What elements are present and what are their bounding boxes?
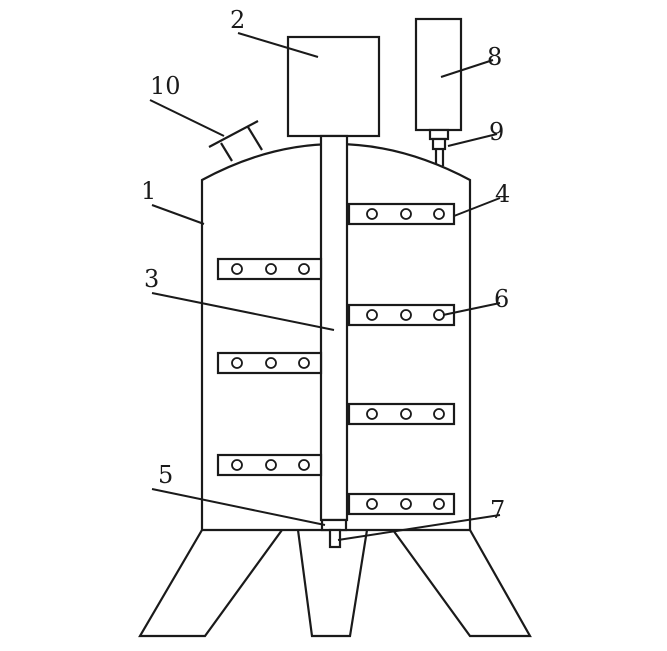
leader-7 bbox=[337, 514, 501, 541]
pump-connector bbox=[428, 128, 450, 166]
paddle-right-2 bbox=[347, 303, 456, 327]
callout-8: 8 bbox=[487, 43, 502, 71]
callout-7: 7 bbox=[490, 496, 505, 524]
outlet-valve bbox=[328, 528, 342, 549]
callout-9: 9 bbox=[489, 118, 504, 146]
feed-port bbox=[208, 120, 263, 162]
leader-2 bbox=[237, 32, 319, 58]
leader-4 bbox=[453, 197, 501, 217]
leader-8 bbox=[440, 59, 494, 78]
paddle-right-1 bbox=[347, 202, 456, 226]
right-leg bbox=[392, 529, 532, 638]
callout-6: 6 bbox=[494, 285, 509, 313]
paddle-right-4 bbox=[347, 492, 456, 516]
leader-10 bbox=[149, 99, 225, 137]
leader-9 bbox=[447, 133, 498, 147]
leader-6 bbox=[442, 302, 501, 316]
leader-lines bbox=[149, 32, 501, 541]
paddle-right-3 bbox=[347, 402, 456, 426]
left-leg bbox=[138, 529, 283, 638]
paddle-left-1 bbox=[216, 257, 323, 281]
paddle-left-2 bbox=[216, 351, 323, 375]
paddle-left-3 bbox=[216, 453, 323, 477]
stirring-shaft bbox=[319, 134, 349, 522]
bottom-bearing bbox=[320, 518, 348, 532]
leader-5 bbox=[151, 488, 326, 526]
callout-3: 3 bbox=[144, 265, 159, 293]
callout-10: 10 bbox=[150, 72, 181, 100]
leader-1 bbox=[151, 204, 205, 225]
pump-box bbox=[414, 17, 463, 132]
callout-1: 1 bbox=[141, 177, 156, 205]
center-leg bbox=[296, 529, 369, 638]
callout-2: 2 bbox=[230, 6, 245, 34]
callout-4: 4 bbox=[495, 180, 510, 208]
leader-3 bbox=[151, 292, 335, 331]
callout-5: 5 bbox=[158, 461, 173, 489]
